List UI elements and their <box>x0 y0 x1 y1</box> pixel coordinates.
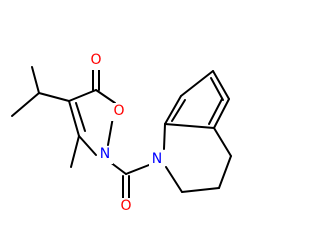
molecule-structure-diagram: O O N O N <box>11 52 232 216</box>
bond-isopropyl-ch3-left <box>11 92 40 117</box>
atom-N-ring: N <box>97 146 113 164</box>
bond-isopropyl-ch3-up <box>31 66 40 94</box>
atom-O-ring: O <box>111 103 127 121</box>
bond-c3-methyl <box>70 135 80 168</box>
bond-c5-c4a-inner <box>208 98 223 125</box>
bond-o1-n2 <box>107 116 114 146</box>
bond-n1-c2 <box>165 166 183 193</box>
bond-c3-c4q <box>218 155 232 189</box>
bond-c7-c6 <box>212 70 230 100</box>
atom-label-O-amide: O <box>120 198 131 214</box>
bond-c4q-c4a <box>213 127 232 157</box>
atom-label-layer: O O N O N <box>87 52 165 216</box>
bond-carbonyl-n1 <box>125 164 150 175</box>
bond-c2-c3 <box>181 187 220 193</box>
bond-c3-c4 <box>68 100 80 137</box>
bond-n2-c3 <box>78 135 97 156</box>
atom-label-N-quinoline: N <box>152 151 162 167</box>
atom-label-O-carbonyl-top: O <box>90 52 101 68</box>
bond-c5-o1 <box>95 89 116 104</box>
bond-n1-c8a <box>163 123 166 150</box>
bond-c8a-c4a <box>164 123 215 129</box>
bond-c6-c5 <box>213 98 230 129</box>
bond-c7-c6-inner <box>210 77 224 101</box>
atom-label-O-ring: O <box>113 103 124 119</box>
bond-layer <box>11 66 232 201</box>
bond-c8-c7 <box>180 70 214 97</box>
atom-N-quinoline: N <box>149 151 165 169</box>
atom-label-N-ring: N <box>100 146 110 162</box>
bond-c4-isopropyl <box>38 92 70 102</box>
bond-c8a-c8-inner <box>171 99 186 122</box>
bond-c8a-c8 <box>164 95 182 125</box>
bond-c4-c5 <box>68 89 97 102</box>
atom-O-carbonyl-top: O <box>87 52 103 70</box>
atom-O-amide: O <box>118 198 134 216</box>
bond-c3-c4-inner <box>75 102 86 132</box>
